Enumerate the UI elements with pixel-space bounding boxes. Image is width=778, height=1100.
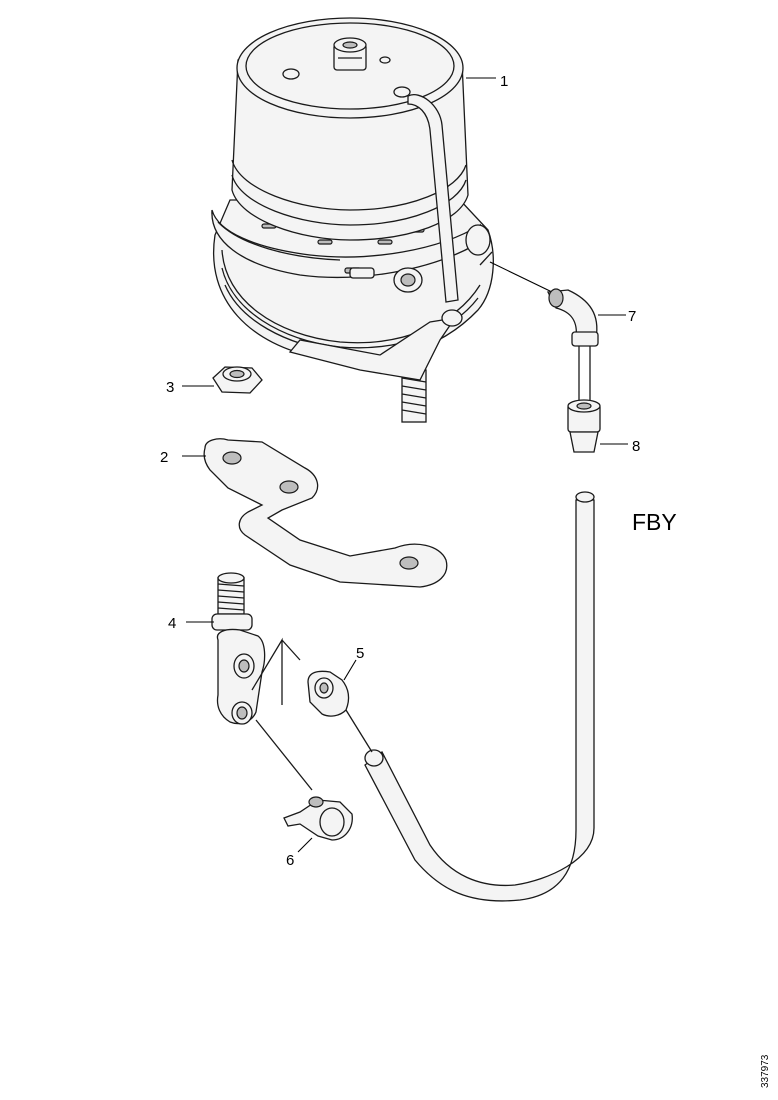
- elbow-fitting: [489, 261, 599, 347]
- leader-6: [297, 837, 313, 853]
- callout-7: 7: [628, 308, 636, 325]
- reference-number: 337973: [760, 1054, 771, 1088]
- mounting-bracket: [203, 438, 448, 588]
- callout-5: 5: [356, 645, 364, 662]
- brake-hose: [364, 491, 595, 902]
- banjo-body: [216, 628, 266, 725]
- clamp-fitting: [255, 719, 353, 841]
- lock-nut: [212, 366, 263, 394]
- callout-3: 3: [166, 379, 174, 396]
- union-fitting: [567, 399, 601, 453]
- connecting-pipe: [578, 346, 591, 405]
- leader-5: [343, 659, 357, 681]
- callout-4: 4: [168, 615, 176, 632]
- callout-2: 2: [160, 449, 168, 466]
- diagram-code-label: FBY: [632, 509, 677, 535]
- brake-chamber: [211, 17, 494, 423]
- banjo-bolt: [211, 572, 253, 631]
- leader-lines: [182, 77, 628, 853]
- callout-8: 8: [632, 438, 640, 455]
- callout-6: 6: [286, 852, 294, 869]
- callout-1: 1: [500, 73, 508, 90]
- assembly-guide: [251, 637, 301, 705]
- hose-fitting: [307, 670, 373, 753]
